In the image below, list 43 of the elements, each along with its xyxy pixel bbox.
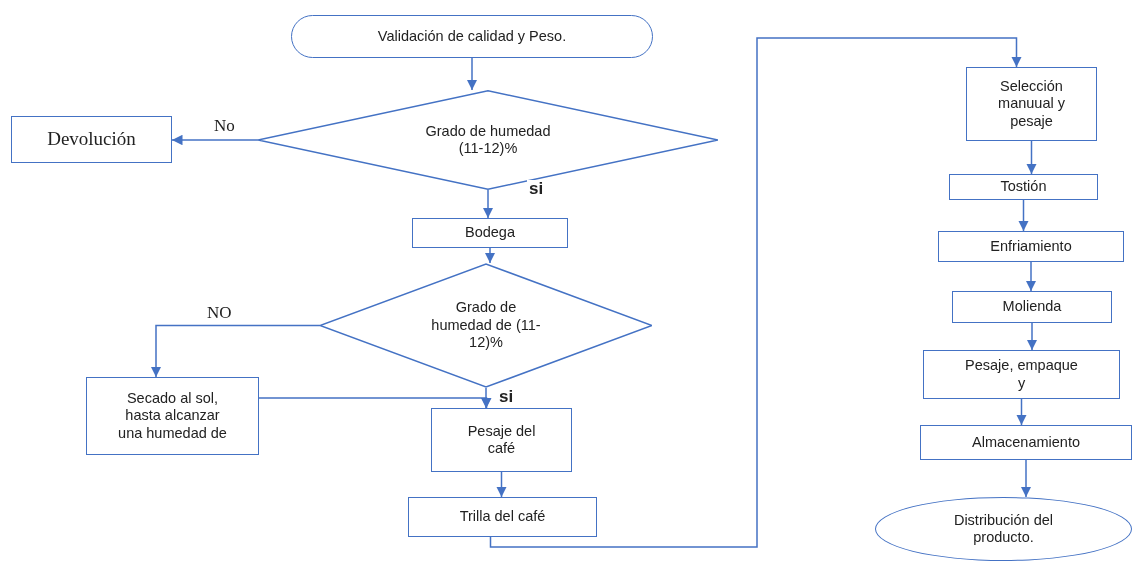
step-text: Molienda [1001, 298, 1063, 316]
process-box [949, 174, 1098, 200]
step-text: Almacenamiento [971, 433, 1081, 452]
step-text: Trilla del café [458, 508, 547, 526]
arrow [1020, 459, 1032, 498]
arrow [1025, 261, 1037, 292]
arrow [496, 471, 507, 498]
step-text: Devolución [46, 128, 137, 151]
arrow [482, 189, 494, 219]
arrow [489, 37, 1022, 548]
process-box [86, 377, 259, 455]
process-box [431, 408, 572, 472]
step-text: Validación de calidad y Peso. [376, 27, 568, 46]
step-text: Pesaje del café [466, 422, 537, 458]
process-box [11, 116, 172, 163]
step-text: Selección manuual y pesaje [997, 77, 1066, 131]
arrow [480, 387, 492, 409]
decision-diamond [320, 263, 652, 388]
step-text: Secado al sol, hasta alcanzar una humedad de [117, 389, 228, 443]
step-text: Grado de humedad (11-12)% [424, 122, 552, 158]
step-text: Distribución del producto. [952, 511, 1055, 547]
arrow [258, 397, 492, 409]
step-text: Tostión [999, 178, 1048, 196]
process-box [966, 67, 1097, 141]
arrow [150, 324, 321, 378]
step-text: Pesaje, empaque y [964, 357, 1079, 392]
process-box [920, 425, 1132, 460]
arrow [1016, 398, 1027, 426]
step-text: Enfriamiento [989, 237, 1073, 256]
arrow [1026, 140, 1037, 175]
arrow [1018, 199, 1029, 232]
process-box [938, 231, 1124, 262]
process-box [408, 497, 597, 537]
arrow [171, 134, 259, 146]
process-box [923, 350, 1120, 399]
process-box [412, 218, 568, 248]
arrow [1026, 322, 1038, 351]
arrow [484, 247, 496, 264]
step-text: Grado de humedad de (11-12)% [430, 299, 542, 352]
step-text: Bodega [464, 224, 516, 242]
arrow [466, 57, 478, 91]
terminal-shape [291, 15, 653, 58]
process-box [952, 291, 1112, 323]
